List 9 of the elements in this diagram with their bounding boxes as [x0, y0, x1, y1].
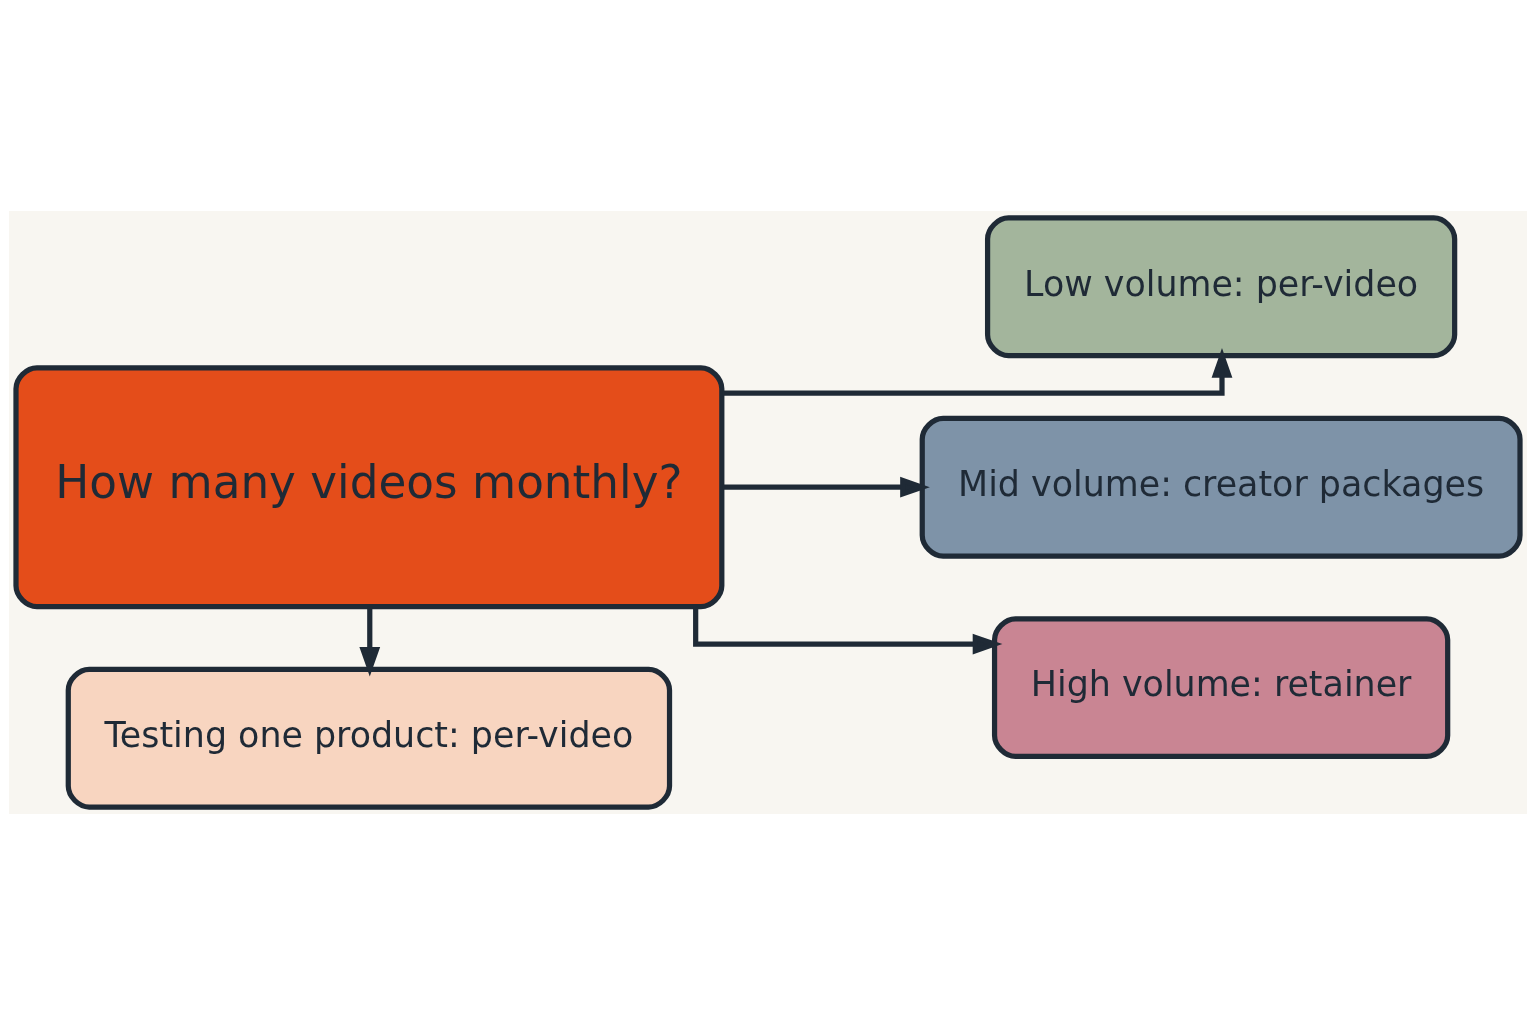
- node-box: Low volume: per-video: [984, 214, 1458, 358]
- node-box: Mid volume: creator packages: [919, 415, 1523, 559]
- arrow: [722, 476, 930, 498]
- node-box: High volume: retainer: [991, 615, 1451, 759]
- arrow: [693, 606, 1003, 654]
- arrow: [722, 347, 1233, 396]
- node-box: Testing one product: per-video: [65, 666, 673, 810]
- node-box: How many videos monthly?: [13, 364, 725, 609]
- arrow: [359, 606, 381, 677]
